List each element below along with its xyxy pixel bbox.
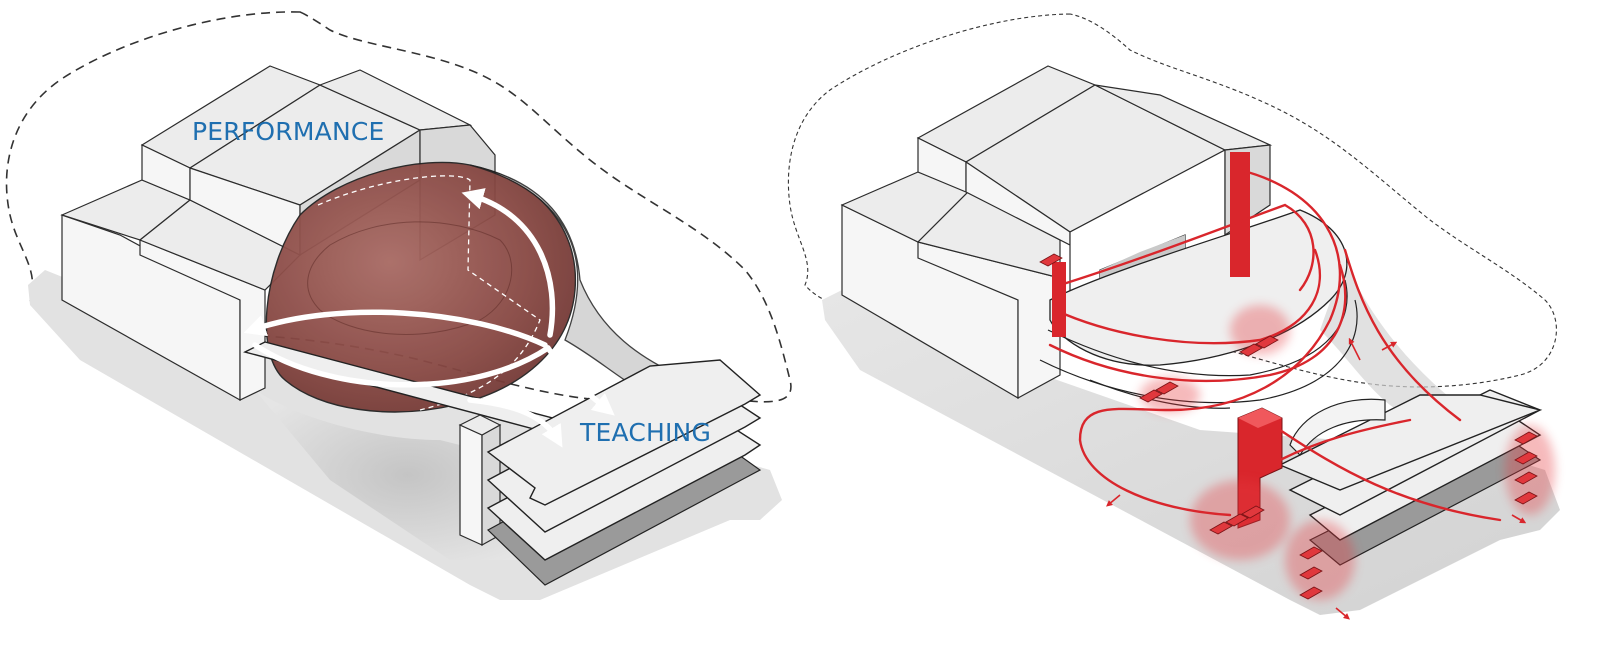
exit-arrow-west xyxy=(1106,494,1121,507)
stair-front-1 xyxy=(1209,505,1265,535)
teaching-slabs xyxy=(486,359,762,586)
red-core-front-top xyxy=(1238,408,1282,428)
route-teaching-inner xyxy=(1278,418,1412,462)
stair-ring xyxy=(1239,335,1279,357)
site-boundary-outline-right xyxy=(787,13,1557,388)
route-ramp xyxy=(1343,248,1462,422)
route-ring-lower xyxy=(1048,263,1347,383)
circulation-core-top xyxy=(458,414,502,436)
flow-arrow-to-performance-upper xyxy=(461,188,556,338)
flow-arrow-sweep xyxy=(252,342,551,388)
route-ring-upper xyxy=(1058,203,1315,292)
exit-arrow-north xyxy=(1381,341,1398,351)
red-glow-2 xyxy=(1285,520,1355,600)
teaching-label: TEACHING xyxy=(579,418,711,447)
stair-mid-left xyxy=(1139,381,1179,403)
auditorium-inner-seating xyxy=(307,221,513,335)
route-ring-mid xyxy=(1053,248,1321,345)
circulation-core-front xyxy=(459,424,483,546)
exit-arrow-ramp xyxy=(1348,337,1361,361)
route-loop-outer xyxy=(1078,168,1342,517)
program-flow-arrows xyxy=(243,188,615,448)
stair-back xyxy=(1039,253,1063,267)
flow-arrow-to-performance-lower xyxy=(243,309,548,348)
teaching-dome xyxy=(1289,398,1386,456)
flow-arrow-to-teaching-far xyxy=(467,397,563,448)
circulation-axonometric xyxy=(787,13,1560,620)
red-stairs xyxy=(1039,253,1538,600)
flow-arrow-to-teaching-near xyxy=(545,345,615,416)
red-glow-5 xyxy=(1140,377,1200,413)
red-core-back xyxy=(1230,152,1250,277)
red-circulation-routes xyxy=(1048,168,1502,522)
auditorium-volume xyxy=(265,161,577,413)
exit-arrow-south xyxy=(1335,607,1350,620)
auditorium-dashed-section xyxy=(317,175,541,411)
exit-arrow-east xyxy=(1511,514,1527,524)
stair-front-2 xyxy=(1299,546,1323,600)
performance-label: PERFORMANCE xyxy=(192,117,385,146)
exit-arrows xyxy=(1106,337,1527,620)
teaching-slab-right-1 xyxy=(1278,394,1543,491)
stair-right-1 xyxy=(1514,431,1538,505)
program-axonometric: PERFORMANCE TEACHING xyxy=(5,11,792,600)
ground-ramp-right xyxy=(1320,260,1480,420)
teaching-slab-1 xyxy=(486,359,762,506)
route-teaching-path xyxy=(1278,428,1502,522)
red-core-left xyxy=(1052,262,1066,337)
red-glow-3 xyxy=(1505,425,1555,515)
